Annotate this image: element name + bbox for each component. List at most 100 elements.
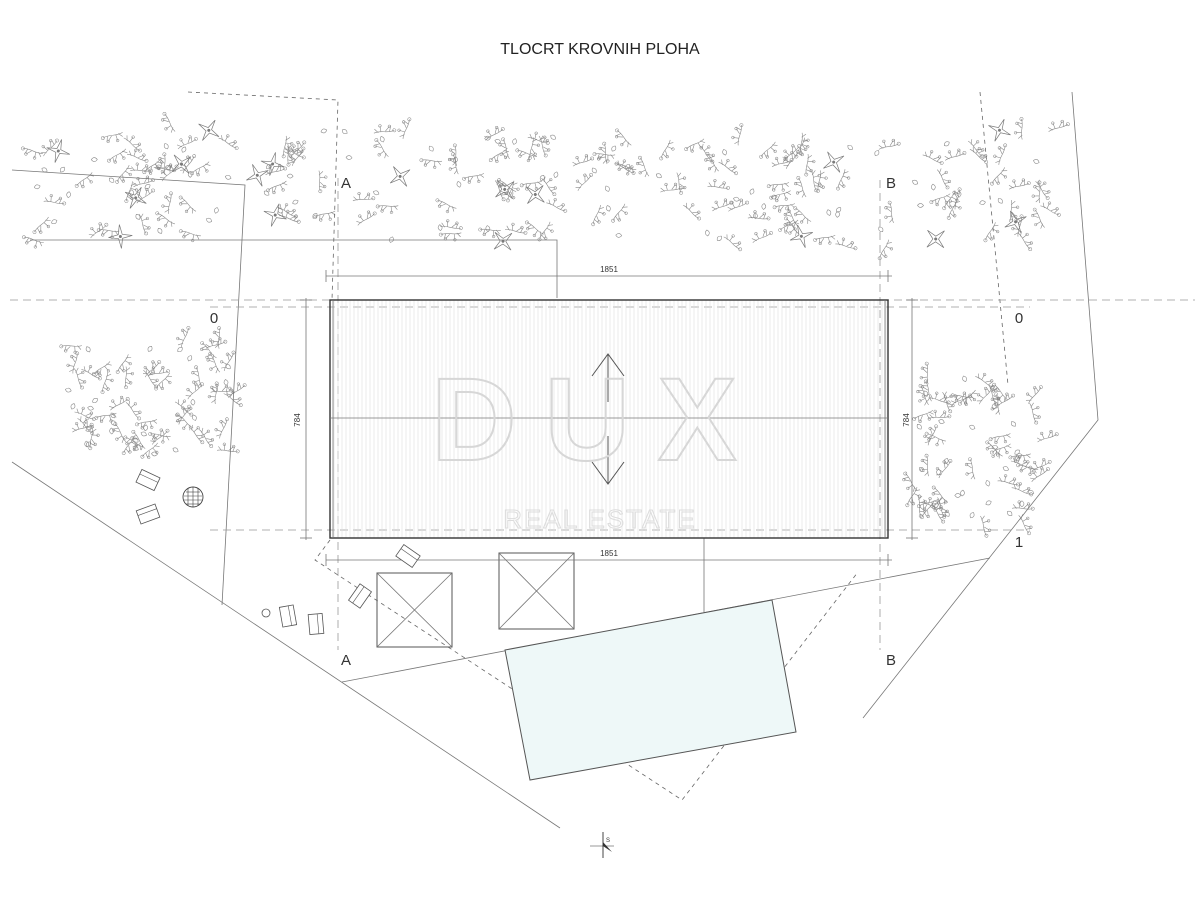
- plant-sprig-mark: [571, 170, 597, 192]
- plant-sprig-mark: [374, 196, 400, 219]
- plant-sprig-mark: [90, 360, 114, 378]
- plant-sprig-mark: [372, 189, 381, 197]
- plant-sprig-mark: [162, 142, 170, 151]
- plant-sprig-mark: [176, 345, 184, 354]
- watermark-tagline: REAL ESTATE: [503, 504, 696, 534]
- plant-sprig-mark: [984, 479, 991, 487]
- plant-sprig-mark: [355, 209, 378, 226]
- dimension-top-length: 1851: [600, 265, 618, 274]
- plant-sprig-mark: [1031, 207, 1045, 229]
- plant-sprig-mark: [90, 157, 98, 163]
- plant-sprig-mark: [877, 225, 885, 234]
- plant-sprig-mark: [20, 228, 45, 254]
- plant-sprig-mark: [748, 187, 756, 196]
- plant-sprig-mark: [116, 365, 139, 391]
- plant-sprig-mark: [956, 389, 980, 408]
- shade-box-left: [376, 572, 453, 648]
- plant-sprig-mark: [540, 174, 559, 198]
- plant-sprig-mark: [125, 398, 143, 423]
- plant-sprig-mark: [107, 176, 116, 184]
- plant-sprig-mark: [511, 137, 518, 146]
- plant-sprig-mark: [86, 405, 95, 412]
- plant-sprig-mark: [176, 192, 197, 217]
- plant-sprig-mark: [915, 422, 923, 431]
- plant-sprig-mark: [131, 444, 140, 452]
- plant-sprig-mark: [320, 127, 328, 135]
- plant-sprig-mark: [727, 197, 750, 213]
- plant-sprig-mark: [111, 421, 127, 444]
- plant-sprig-mark: [461, 168, 486, 187]
- plant-sprig-mark: [418, 150, 444, 174]
- plant-sprig-mark: [805, 169, 825, 194]
- north-arrow-icon: [590, 832, 614, 858]
- plant-sprig-mark: [476, 219, 502, 243]
- plant-sprig-mark: [829, 168, 855, 193]
- plant-sprig-mark: [846, 143, 854, 152]
- plant-sprig-mark: [213, 206, 220, 215]
- plant-sprig-mark: [64, 387, 73, 394]
- plant-sprig-mark: [698, 142, 717, 166]
- plant-sprig-mark: [603, 184, 611, 193]
- plant-sprig-mark: [996, 196, 1005, 205]
- plant-star-mark: [918, 221, 954, 257]
- dimension-bottom-length: 1851: [600, 549, 618, 558]
- plant-sprig-mark: [156, 189, 181, 215]
- plant-sprig-mark: [153, 206, 176, 232]
- plant-sprig-mark: [545, 193, 570, 219]
- dimension-right-width: 784: [902, 413, 911, 427]
- plant-sprig-mark: [217, 129, 241, 156]
- plant-sprig-mark: [156, 226, 164, 235]
- plant-sprig-mark: [654, 172, 663, 180]
- plant-sprig-mark: [340, 127, 349, 136]
- pool: [504, 599, 797, 781]
- plant-sprig-mark: [984, 499, 993, 507]
- plant-sprig-mark: [751, 228, 773, 244]
- plant-sprig-mark: [58, 336, 84, 359]
- plant-sprig-mark: [65, 191, 72, 199]
- plant-sprig-mark: [291, 198, 300, 206]
- plant-sprig-mark: [392, 115, 418, 140]
- roof-slope-arrows: [591, 353, 625, 485]
- plant-sprig-mark: [345, 154, 353, 161]
- plant-sprig-mark: [623, 162, 632, 171]
- plant-sprig-mark: [205, 216, 213, 224]
- plant-sprig-mark: [792, 175, 809, 199]
- axis-mark-zero-right: 0: [1015, 310, 1023, 327]
- plant-sprig-mark: [1007, 175, 1032, 194]
- plant-sprig-mark: [922, 425, 947, 451]
- plant-sprig-mark: [900, 486, 926, 510]
- plant-sprig-mark: [518, 174, 544, 195]
- plant-sprig-mark: [1009, 420, 1018, 428]
- grill-icon: [182, 486, 204, 508]
- plant-sprig-mark: [427, 144, 435, 153]
- plant-sprig-mark: [1032, 158, 1041, 165]
- plant-sprig-mark: [182, 380, 207, 400]
- plant-sprig-mark: [796, 152, 820, 178]
- plant-sprig-mark: [147, 426, 172, 446]
- plant-sprig-mark: [224, 174, 232, 181]
- plant-sprig-mark: [484, 224, 491, 233]
- plant-sprig-mark: [978, 221, 1004, 245]
- plant-sprig-mark: [988, 428, 1012, 447]
- plant-sprig-mark: [929, 191, 952, 208]
- plant-sprig-mark: [266, 180, 288, 195]
- plant-sprig-mark: [191, 413, 198, 422]
- plant-sprig-mark: [910, 494, 931, 519]
- plant-sprig-mark: [985, 383, 1003, 407]
- plant-sprig-mark: [911, 178, 919, 186]
- plant-sprig-mark: [223, 378, 229, 387]
- plant-sprig-mark: [996, 469, 1022, 494]
- plant-sprig-mark: [968, 511, 976, 520]
- plant-star-mark: [240, 158, 274, 192]
- plant-sprig-mark: [722, 230, 745, 256]
- plant-sprig-mark: [1025, 401, 1044, 426]
- plant-sprig-mark: [761, 202, 767, 210]
- dashed-boundaries: [187, 91, 1009, 801]
- plant-sprig-mark: [825, 208, 832, 217]
- section-mark-a-bottom: A: [341, 652, 351, 669]
- plant-sprig-mark: [215, 438, 242, 461]
- plant-sprig-mark: [522, 216, 545, 242]
- plant-sprig-mark: [988, 141, 1014, 166]
- plant-sprig-mark: [378, 135, 386, 144]
- section-mark-b-top: B: [886, 175, 896, 192]
